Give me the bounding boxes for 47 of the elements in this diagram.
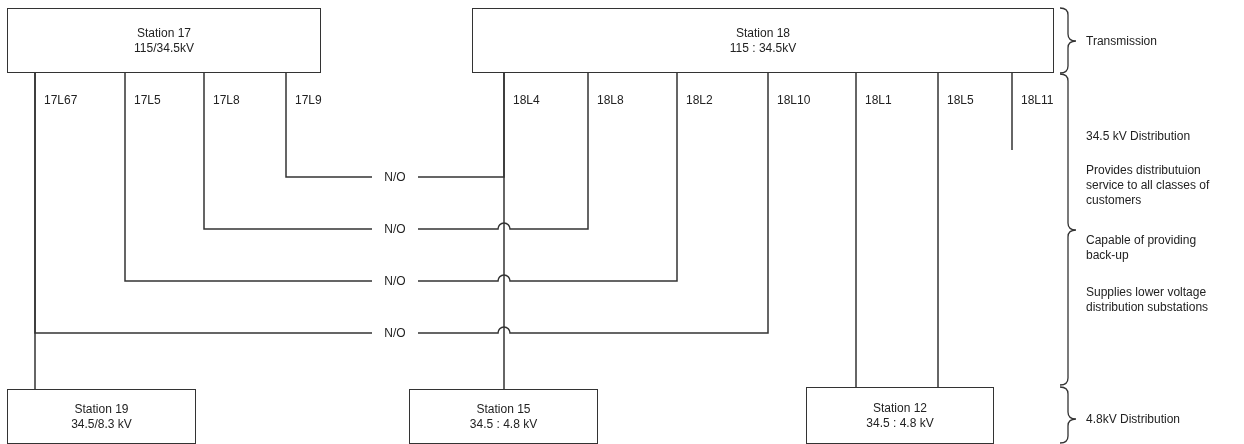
switch-label: N/O <box>372 272 418 290</box>
note-text: Capable of providing back-up <box>1086 233 1198 263</box>
feeder-label: 18L10 <box>776 93 812 107</box>
station-box <box>7 8 321 73</box>
note-text: Provides distributuion service to all classes of customers <box>1086 163 1211 208</box>
feeder-label: 17L67 <box>43 93 79 107</box>
feeder-line <box>417 72 678 282</box>
note-text: 4.8kV Distribution <box>1086 412 1182 427</box>
feeder-label: 17L5 <box>133 93 162 107</box>
feeder-line <box>417 72 505 178</box>
feeder-line <box>417 72 589 230</box>
feeder-line <box>34 72 373 334</box>
feeder-line <box>285 72 373 178</box>
station-box <box>806 387 994 444</box>
switch-label: N/O <box>372 220 418 238</box>
voltage-rating: 115/34.5kV <box>134 40 194 56</box>
feeder-line <box>124 72 373 282</box>
feeder-label: 18L5 <box>946 93 975 107</box>
note-text: Supplies lower voltage distribution substations <box>1086 285 1210 315</box>
voltage-rating: 34.5/8.3 kV <box>71 416 132 432</box>
voltage-rating: 34.5 : 4.8 kV <box>469 416 538 432</box>
station-box <box>472 8 1054 73</box>
feeder-line <box>937 72 939 388</box>
station-box <box>7 389 196 444</box>
feeder-line <box>417 72 769 334</box>
station-name: Station 18 <box>735 25 790 41</box>
feeder-line <box>1011 72 1013 151</box>
feeder-line <box>203 72 373 230</box>
feeder-label: 17L9 <box>294 93 323 107</box>
feeder-line <box>855 72 857 388</box>
feeder-label: 17L8 <box>212 93 241 107</box>
station-name: Station 19 <box>74 401 129 417</box>
feeder-label: 18L8 <box>596 93 625 107</box>
voltage-rating: 34.5 : 4.8 kV <box>866 415 934 431</box>
note-text: Transmission <box>1086 34 1158 49</box>
station-name: Station 12 <box>872 400 927 416</box>
station-box <box>409 389 598 444</box>
feeder-label: 18L1 <box>864 93 893 107</box>
switch-label: N/O <box>372 324 418 342</box>
switch-label: N/O <box>372 168 418 186</box>
station-name: Station 15 <box>476 401 531 417</box>
note-text: 34.5 kV Distribution <box>1086 129 1192 144</box>
feeder-label: 18L2 <box>685 93 714 107</box>
voltage-rating: 115 : 34.5kV <box>729 40 797 56</box>
feeder-label: 18L11 <box>1020 93 1055 107</box>
feeder-label: 18L4 <box>512 93 541 107</box>
station-name: Station 17 <box>136 25 191 41</box>
